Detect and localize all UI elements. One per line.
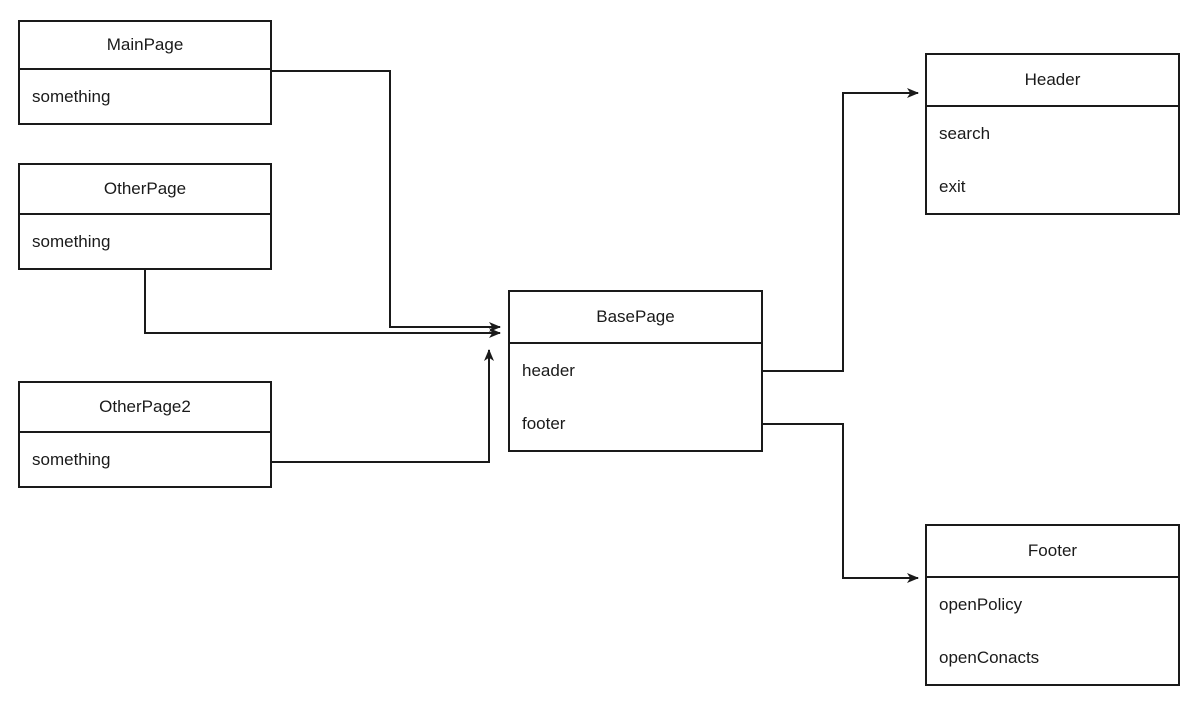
uml-attribute: something — [32, 449, 111, 469]
connector-mainpage-to-basepage — [272, 70, 501, 332]
uml-class-title: OtherPage — [20, 165, 270, 215]
uml-attribute: something — [32, 231, 111, 251]
uml-class-attributes: something — [20, 215, 270, 268]
uml-class-mainpage[interactable]: MainPage something — [18, 20, 272, 125]
uml-class-attributes: header footer — [510, 344, 761, 450]
uml-attribute: search — [939, 123, 991, 143]
uml-class-title: MainPage — [20, 22, 270, 70]
uml-class-title: Header — [927, 55, 1178, 107]
uml-class-title: Footer — [927, 526, 1178, 578]
uml-class-title: OtherPage2 — [20, 383, 270, 433]
uml-class-otherpage[interactable]: OtherPage something — [18, 163, 272, 270]
connector-basepage-to-footer — [763, 423, 919, 583]
connector-paths — [144, 70, 919, 583]
uml-attribute: openPolicy — [939, 594, 1023, 614]
uml-class-attributes: search exit — [927, 107, 1178, 213]
connector-basepage-to-header — [763, 88, 919, 372]
uml-attribute: something — [32, 86, 111, 106]
uml-class-attributes: openPolicy openConacts — [927, 578, 1178, 684]
uml-attribute: header — [522, 360, 575, 380]
uml-class-attributes: something — [20, 70, 270, 123]
connector-otherpage2-to-basepage — [272, 349, 494, 463]
uml-attribute: openConacts — [939, 647, 1040, 667]
uml-class-attributes: something — [20, 433, 270, 486]
uml-class-footer[interactable]: Footer openPolicy openConacts — [925, 524, 1180, 686]
uml-attribute: exit — [939, 176, 966, 196]
connector-otherpage-to-basepage — [144, 270, 501, 338]
uml-attribute: footer — [522, 413, 566, 433]
uml-class-basepage[interactable]: BasePage header footer — [508, 290, 763, 452]
uml-class-title: BasePage — [510, 292, 761, 344]
uml-class-header[interactable]: Header search exit — [925, 53, 1180, 215]
uml-class-otherpage2[interactable]: OtherPage2 something — [18, 381, 272, 488]
